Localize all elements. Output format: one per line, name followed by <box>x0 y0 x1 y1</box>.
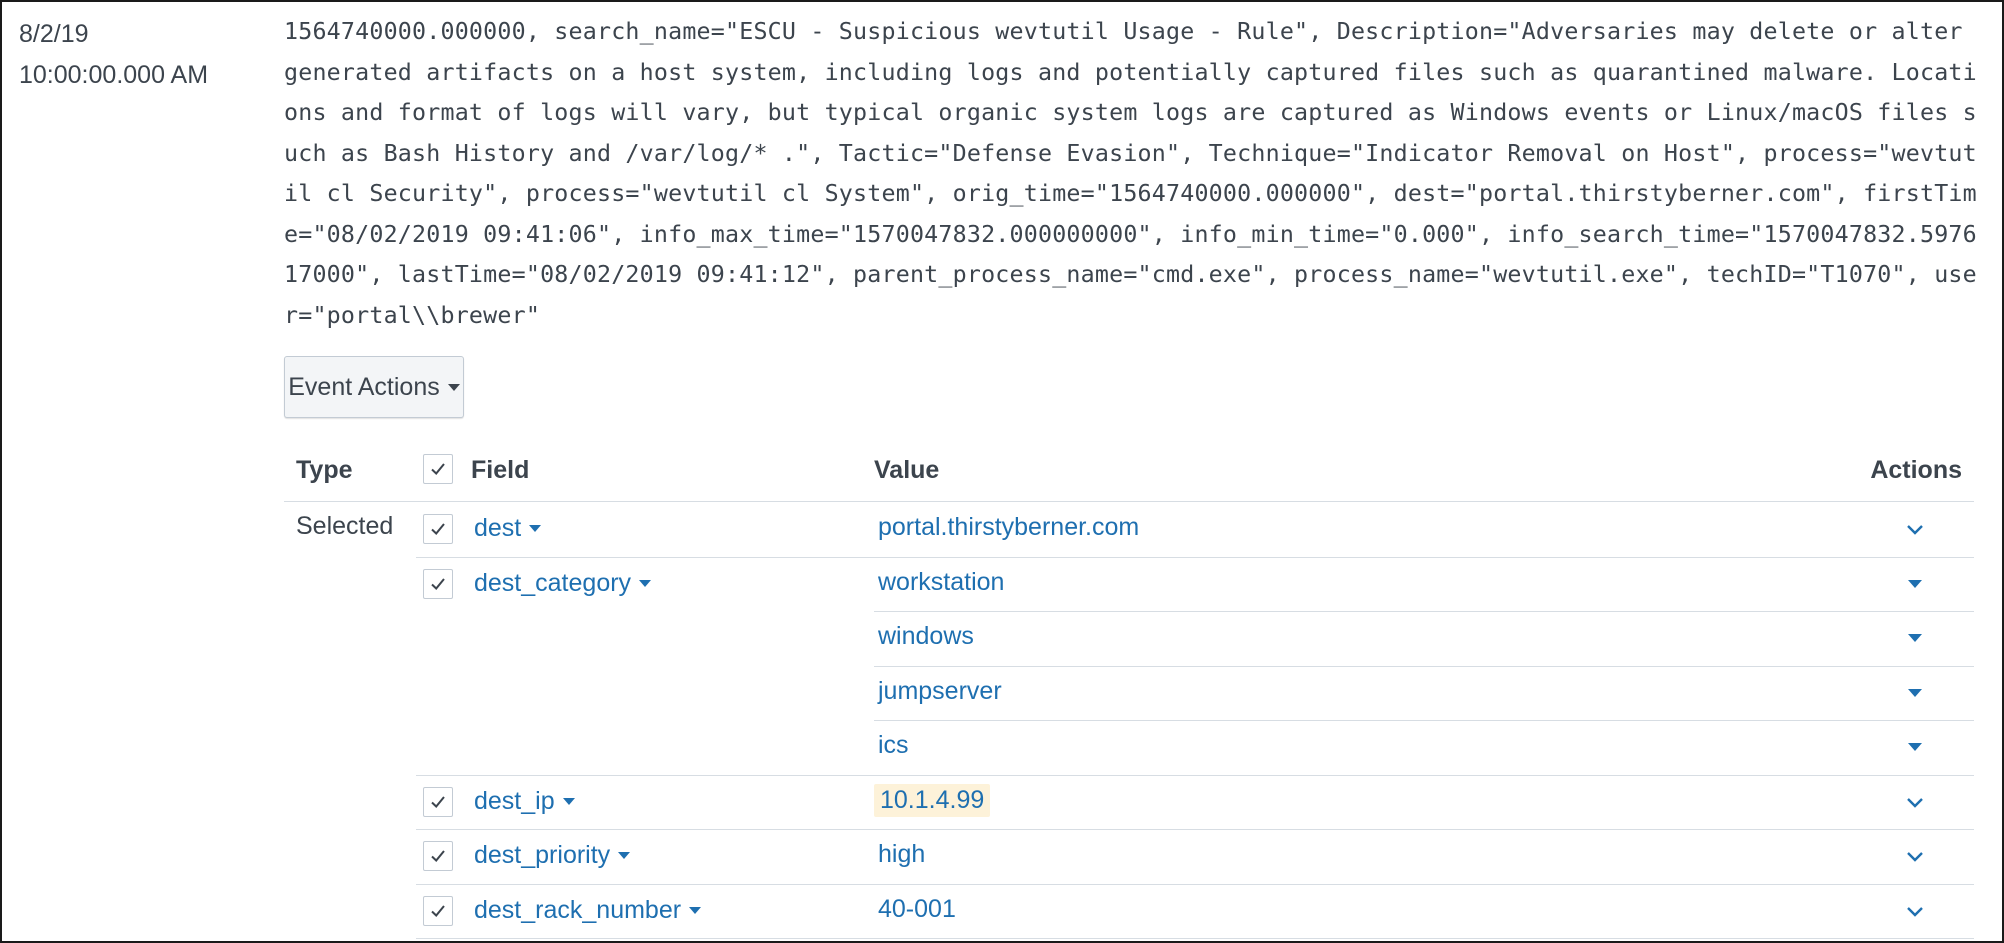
checkmark-icon <box>431 850 445 863</box>
field-value[interactable]: 10.1.4.99 <box>874 783 991 817</box>
caret-down-icon[interactable] <box>1908 634 1922 643</box>
caret-down-icon <box>689 906 702 914</box>
field-name-link[interactable]: dest_rack_number <box>474 895 702 925</box>
checkmark-icon <box>431 905 445 917</box>
field-checkbox[interactable] <box>423 786 453 817</box>
row-divider <box>416 556 1974 558</box>
field-value[interactable]: windows <box>878 622 974 651</box>
event-time: 10:00:00.000 AM <box>19 61 209 89</box>
field-name: dest_category <box>474 568 632 597</box>
field-value[interactable]: 40-001 <box>878 894 956 923</box>
row-divider <box>874 720 1974 721</box>
chevron-down-icon[interactable] <box>1904 903 1926 919</box>
raw-event-text: 1564740000.000000, search_name="ESCU - S… <box>284 18 1977 329</box>
type-group-label: Selected <box>296 512 394 540</box>
header-field: Field <box>471 456 530 484</box>
event-actions-label: Event Actions <box>288 372 440 401</box>
field-name-link[interactable]: dest <box>474 514 542 543</box>
row-divider <box>874 665 1974 667</box>
field-value[interactable]: ics <box>878 731 909 760</box>
event-date: 8/2/19 <box>19 20 89 48</box>
field-checkbox[interactable] <box>423 895 453 926</box>
chevron-down-icon[interactable] <box>1904 848 1926 864</box>
field-checkbox[interactable] <box>423 514 453 545</box>
header-type: Type <box>296 456 353 484</box>
caret-down-icon[interactable] <box>1908 688 1922 697</box>
checkmark-icon <box>431 463 445 475</box>
field-value[interactable]: jumpserver <box>878 676 1002 705</box>
row-divider <box>416 883 1974 885</box>
row-divider <box>416 829 1974 830</box>
field-name: dest_rack_number <box>474 895 682 924</box>
caret-down-icon <box>529 525 542 533</box>
checkmark-icon <box>431 523 445 536</box>
checkmark-icon <box>431 578 445 590</box>
field-name: dest_ip <box>474 786 555 815</box>
caret-down-icon[interactable] <box>1908 579 1922 588</box>
header-value: Value <box>874 456 940 484</box>
caret-down-icon[interactable] <box>1908 743 1922 752</box>
row-divider <box>416 774 1974 776</box>
field-name-link[interactable]: dest_category <box>474 568 652 598</box>
select-all-checkbox[interactable] <box>423 454 453 484</box>
table-header: Type Field Value Actions <box>284 442 1974 502</box>
field-name-link[interactable]: dest_priority <box>474 841 631 870</box>
row-divider <box>874 611 1974 612</box>
field-name: dest <box>474 514 522 543</box>
caret-down-icon <box>562 797 575 805</box>
field-name: dest_priority <box>474 841 611 870</box>
caret-down-icon <box>618 852 631 860</box>
field-checkbox[interactable] <box>423 568 453 599</box>
caret-down-icon <box>639 579 652 587</box>
caret-down-icon <box>447 383 460 391</box>
chevron-down-icon[interactable] <box>1904 794 1926 810</box>
event-timestamp: 8/2/19 10:00:00.000 AM <box>19 14 208 96</box>
field-name-link[interactable]: dest_ip <box>474 787 575 816</box>
field-value[interactable]: portal.thirstyberner.com <box>878 513 1140 542</box>
field-value[interactable]: high <box>878 840 926 869</box>
checkmark-icon <box>431 796 445 808</box>
event-actions-button[interactable]: Event Actions <box>284 356 464 418</box>
field-value[interactable]: workstation <box>878 567 1005 596</box>
row-divider <box>416 938 1974 939</box>
field-checkbox[interactable] <box>423 841 453 872</box>
header-actions: Actions <box>1870 456 1962 484</box>
chevron-down-icon[interactable] <box>1904 521 1926 537</box>
